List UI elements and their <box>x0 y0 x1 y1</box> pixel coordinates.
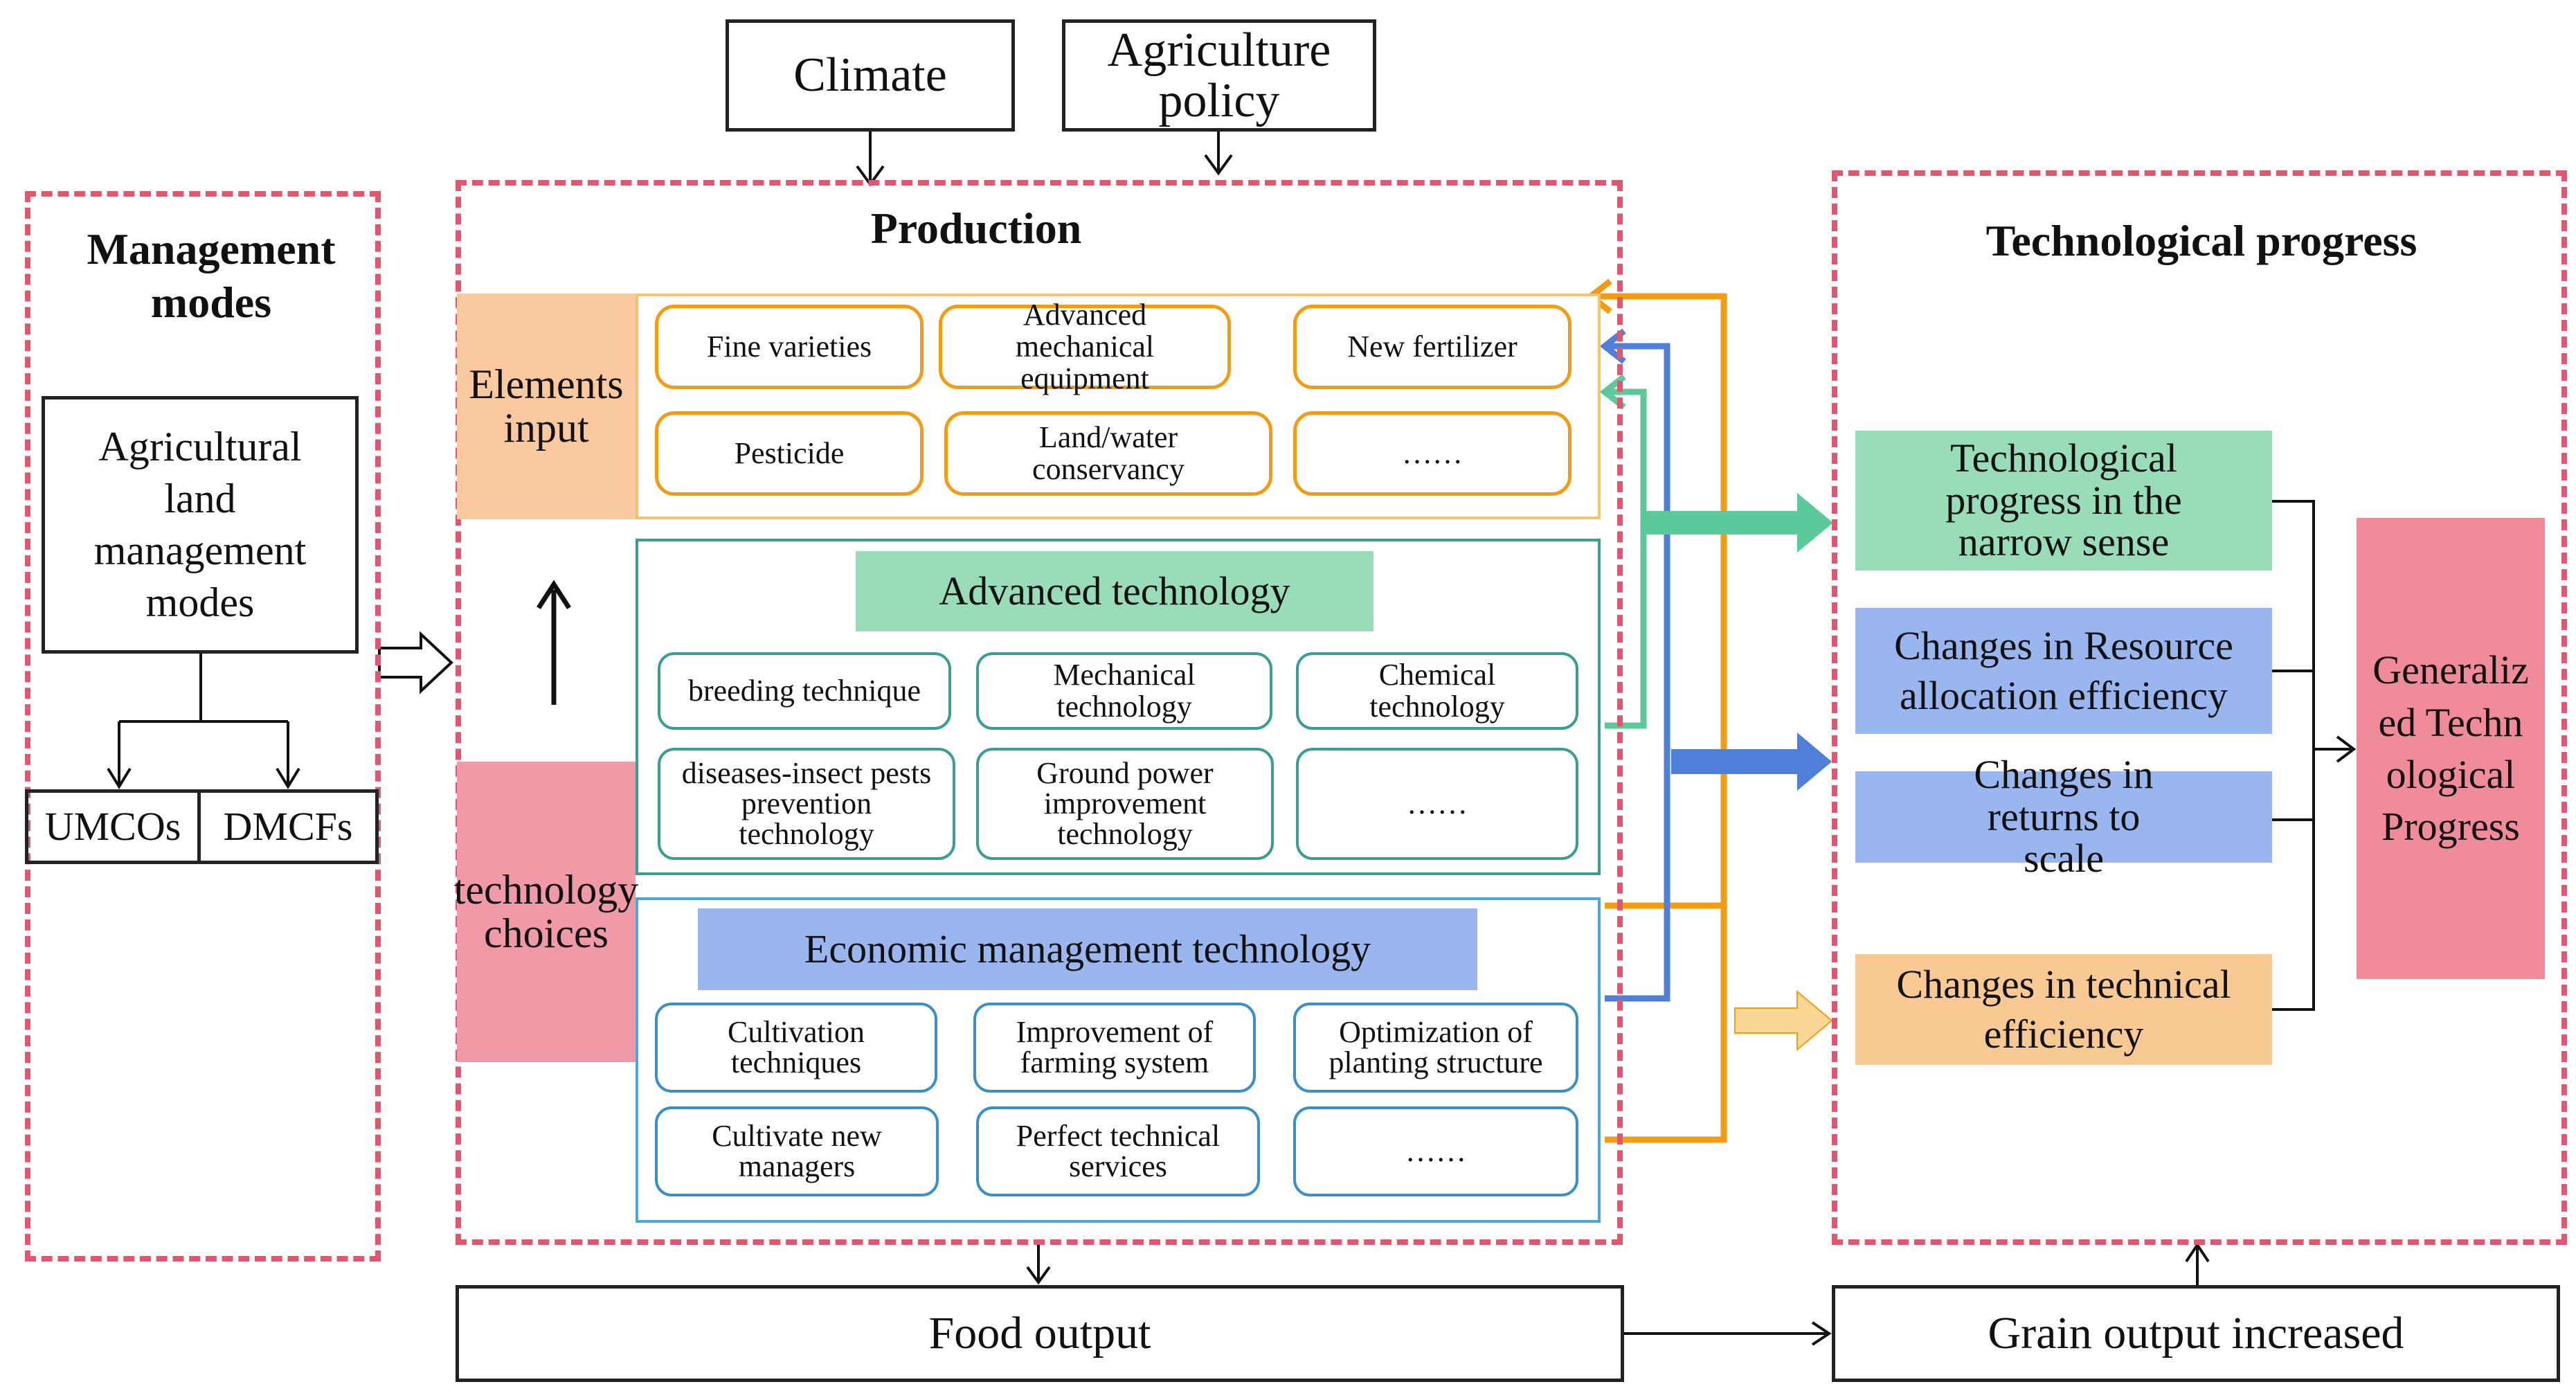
management-modes-title: Management modes <box>87 224 336 327</box>
green-block-arrow <box>1646 493 1833 553</box>
economic-more: …… <box>1293 1106 1578 1196</box>
economic-new-managers: Cultivate new managers <box>655 1106 939 1196</box>
production-to-food-arrow <box>1026 1243 1051 1285</box>
elements-input-label: Elements input <box>457 294 636 519</box>
blue-block-arrow <box>1671 733 1832 791</box>
management-to-production-arrow <box>378 631 453 694</box>
elements-input-panel <box>636 294 1601 519</box>
element-land-water: Land/water conservancy <box>944 411 1272 496</box>
technical-efficiency-box: Changes in technical efficiency <box>1855 954 2272 1065</box>
tech-to-elements-arrow <box>537 580 571 705</box>
dmcf-box: DMCFs <box>197 789 379 864</box>
element-mechanical-equipment: Advanced mechanical equipment <box>939 298 1231 395</box>
economic-technical-services: Perfect technical services <box>976 1106 1260 1196</box>
food-output-box: Food output <box>456 1285 1624 1382</box>
advanced-mechanical: Mechanical technology <box>976 652 1272 730</box>
advanced-breeding: breeding technique <box>658 652 951 730</box>
bracket-to-generalized <box>2272 500 2357 1011</box>
advanced-ground-power: Ground power improvement technology <box>976 748 1274 860</box>
economic-farming-system: Improvement of farming system <box>973 1003 1256 1093</box>
umco-box: UMCOs <box>25 789 201 864</box>
grain-output-box: Grain output increased <box>1832 1285 2560 1382</box>
orange-block-arrow <box>1734 989 1833 1052</box>
climate-arrow <box>856 132 885 187</box>
production-title: Production <box>870 204 1082 253</box>
narrow-sense-box: Technological progress in the narrow sen… <box>1855 431 2272 571</box>
economic-planting-structure: Optimization of planting structure <box>1293 1003 1578 1093</box>
element-pesticide: Pesticide <box>655 411 924 496</box>
economic-management-title: Economic management technology <box>698 908 1477 990</box>
policy-arrow <box>1204 132 1233 176</box>
food-to-grain-arrow <box>1624 1321 1832 1346</box>
advanced-pest-prevention: diseases-insect pests prevention technol… <box>658 748 955 860</box>
land-management-box: Agricultural land management modes <box>42 396 359 654</box>
grain-to-progress-arrow <box>2185 1242 2210 1288</box>
generalized-progress-box: Generalized Technological Progress <box>2357 518 2545 979</box>
production-container <box>456 180 1623 1245</box>
climate-box: Climate <box>726 19 1015 132</box>
management-modes-container <box>25 191 381 1262</box>
economic-cultivation: Cultivation techniques <box>655 1003 937 1093</box>
agriculture-policy-box: Agriculture policy <box>1062 19 1376 132</box>
element-new-fertilizer: New fertilizer <box>1293 305 1571 389</box>
management-tree <box>107 653 300 789</box>
element-more: …… <box>1293 411 1571 496</box>
advanced-more: …… <box>1296 748 1578 860</box>
element-fine-varieties: Fine varieties <box>655 305 924 389</box>
returns-to-scale-box: Changes in returns to scale <box>1855 753 2272 879</box>
advanced-technology-title: Advanced technology <box>856 551 1373 631</box>
technological-progress-title: Technological progress <box>1985 216 2417 265</box>
technological-progress-container <box>1832 170 2567 1245</box>
resource-allocation-box: Changes in Resource allocation efficienc… <box>1855 608 2272 734</box>
technology-choices-label: technology choices <box>454 762 638 1062</box>
advanced-chemical: Chemical technology <box>1296 652 1578 730</box>
